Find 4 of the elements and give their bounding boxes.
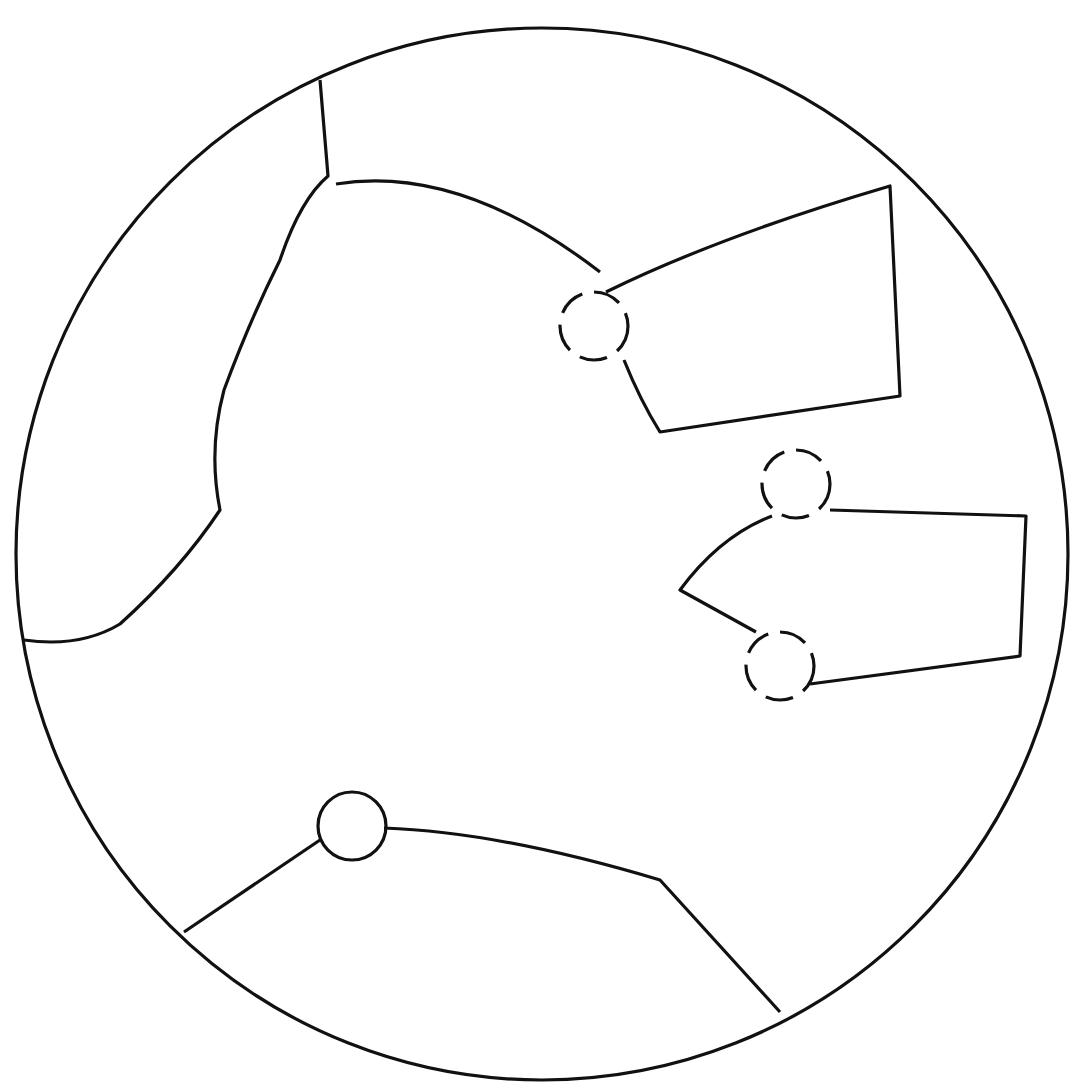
circle-marker	[316, 790, 388, 862]
dashed-circle	[760, 448, 832, 520]
dashed-circle	[744, 630, 816, 702]
dashed-circle	[558, 290, 630, 362]
